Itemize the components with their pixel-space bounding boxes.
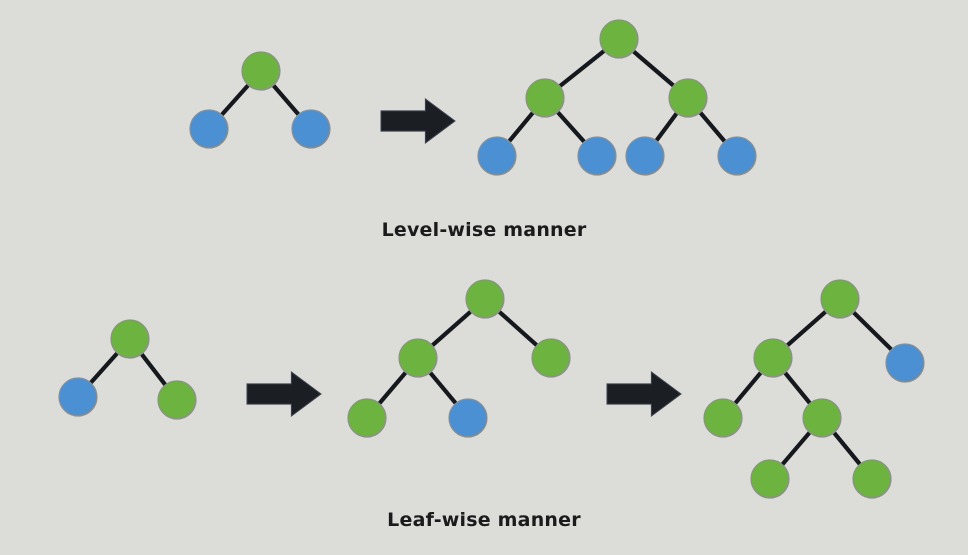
leaf-wise-third-tree-edges — [731, 307, 896, 469]
tree-edge — [375, 368, 410, 408]
arrows-layer — [246, 98, 682, 417]
tree-node-green[interactable] — [525, 78, 565, 118]
tree-node-blue[interactable] — [291, 109, 331, 149]
tree-edge — [269, 81, 303, 119]
tree-edge — [494, 307, 542, 350]
tree-node-green[interactable] — [110, 319, 150, 359]
level-wise-initial-tree-edges — [217, 80, 303, 120]
tree-node-green[interactable] — [599, 19, 639, 59]
tree-node-blue[interactable] — [477, 136, 517, 176]
tree-node-green[interactable] — [820, 279, 860, 319]
leaf-wise-second-tree-nodes — [347, 279, 571, 438]
edges-layer — [86, 46, 896, 469]
level-wise-caption: Level-wise manner — [382, 219, 587, 241]
tree-edge — [555, 46, 609, 91]
tree-node-green[interactable] — [750, 459, 790, 499]
tree-node-green[interactable] — [347, 398, 387, 438]
tree-edge — [849, 308, 896, 354]
tree-edge — [629, 47, 678, 90]
nodes-layer — [58, 19, 925, 499]
tree-node-green[interactable] — [157, 380, 197, 420]
leaf-wise-second-tree-edges — [375, 307, 542, 408]
tree-edge — [731, 368, 765, 408]
tree-edge — [553, 107, 589, 147]
right-arrow-icon — [380, 98, 456, 144]
leaf-wise-initial-tree-nodes — [58, 319, 197, 420]
leaf-wise-initial-tree-edges — [86, 348, 170, 390]
tree-node-blue[interactable] — [577, 136, 617, 176]
level-wise-initial-tree-nodes — [189, 51, 331, 149]
tree-edge — [217, 80, 253, 120]
tree-node-green[interactable] — [852, 459, 892, 499]
tree-node-green[interactable] — [668, 78, 708, 118]
tree-edge — [86, 348, 122, 388]
tree-node-green[interactable] — [703, 398, 743, 438]
tree-node-blue[interactable] — [885, 343, 925, 383]
tree-node-blue[interactable] — [625, 136, 665, 176]
level-wise-expanded-tree-nodes — [477, 19, 757, 176]
tree-edge — [781, 368, 814, 408]
tree-edge — [778, 428, 814, 469]
tree-node-green[interactable] — [465, 279, 505, 319]
leaf-wise-third-tree-nodes — [703, 279, 925, 499]
tree-node-green[interactable] — [753, 338, 793, 378]
tree-edge — [830, 428, 864, 469]
tree-edge — [696, 108, 729, 146]
tree-edge — [652, 108, 681, 146]
tree-node-blue[interactable] — [58, 377, 98, 417]
right-arrow-icon — [606, 371, 682, 417]
tree-edge — [505, 108, 537, 146]
tree-node-blue[interactable] — [448, 398, 488, 438]
tree-node-green[interactable] — [241, 51, 281, 91]
tree-node-green[interactable] — [531, 338, 571, 378]
tree-edge — [782, 307, 831, 350]
leaf-wise-caption: Leaf-wise manner — [387, 509, 581, 531]
tree-edge — [137, 349, 170, 390]
tree-node-green[interactable] — [398, 338, 438, 378]
right-arrow-icon — [246, 371, 322, 417]
tree-node-green[interactable] — [802, 398, 842, 438]
level-wise-expanded-tree-edges — [505, 46, 729, 147]
tree-node-blue[interactable] — [717, 136, 757, 176]
tree-edge — [427, 307, 476, 350]
tree-node-blue[interactable] — [189, 109, 229, 149]
tree-edge — [426, 368, 460, 408]
